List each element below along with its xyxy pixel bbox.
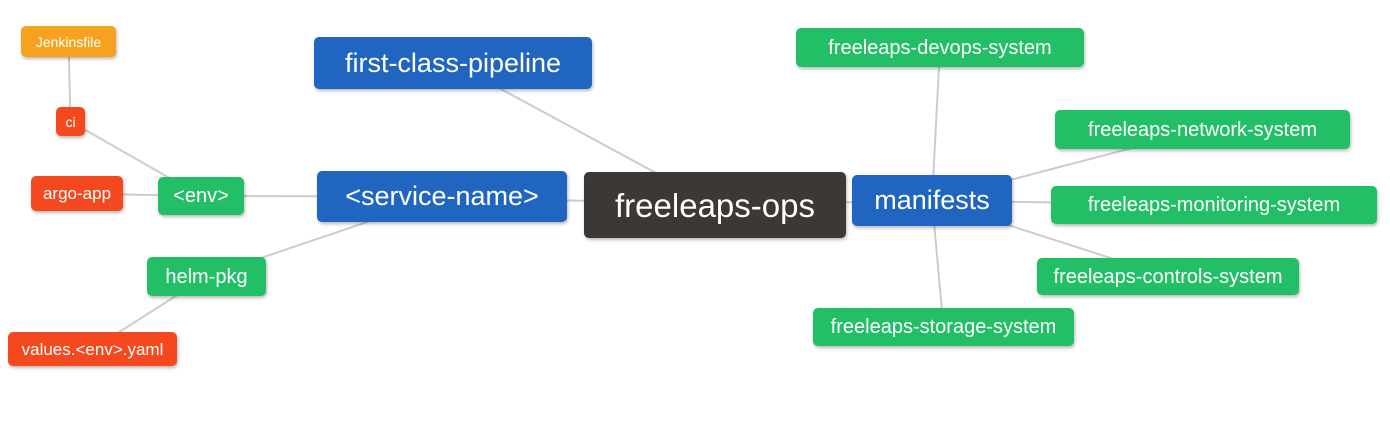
node-first-class-pipeline[interactable]: first-class-pipeline	[314, 37, 592, 89]
node-freeleaps-controls-system[interactable]: freeleaps-controls-system	[1037, 258, 1299, 295]
node-freeleaps-ops[interactable]: freeleaps-ops	[584, 172, 846, 238]
node-helm-pkg[interactable]: helm-pkg	[147, 257, 266, 296]
node-freeleaps-devops-system[interactable]: freeleaps-devops-system	[796, 28, 1084, 67]
node-freeleaps-storage-system[interactable]: freeleaps-storage-system	[813, 308, 1074, 346]
node-jenkinsfile[interactable]: Jenkinsfile	[21, 26, 116, 57]
node-manifests[interactable]: manifests	[852, 175, 1012, 226]
node-freeleaps-network-system[interactable]: freeleaps-network-system	[1055, 110, 1350, 149]
node-env[interactable]: <env>	[158, 177, 244, 215]
node-service-name[interactable]: <service-name>	[317, 171, 567, 222]
node-freeleaps-monitoring-system[interactable]: freeleaps-monitoring-system	[1051, 186, 1377, 224]
node-values-env-yaml[interactable]: values.<env>.yaml	[8, 332, 177, 366]
node-argo-app[interactable]: argo-app	[31, 176, 123, 211]
node-ci[interactable]: ci	[56, 107, 85, 136]
